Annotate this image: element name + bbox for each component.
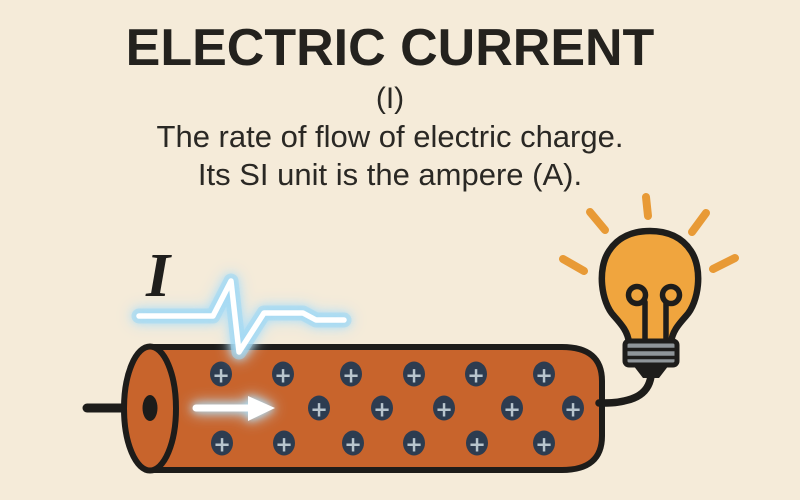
current-symbol: (I) bbox=[375, 82, 405, 115]
positive-charge bbox=[533, 430, 555, 457]
positive-charge bbox=[501, 395, 523, 422]
positive-charge bbox=[533, 361, 555, 388]
waveform-core bbox=[136, 278, 347, 355]
positive-charge bbox=[342, 430, 364, 457]
bulb-lead-wire bbox=[595, 372, 655, 407]
positive-charge bbox=[403, 361, 425, 388]
positive-charge bbox=[272, 361, 294, 388]
bulb-globe bbox=[598, 227, 702, 347]
light-bulb-icon bbox=[598, 227, 702, 378]
definition-line-1: The rate of flow of electric charge. bbox=[156, 119, 624, 154]
current-label: I bbox=[145, 242, 172, 310]
definition-line-2: Its SI unit is the ampere (A). bbox=[197, 157, 583, 192]
light-rays-icon bbox=[559, 193, 739, 275]
bulb-base bbox=[622, 338, 680, 368]
positive-charge bbox=[371, 395, 393, 422]
current-direction-arrow bbox=[192, 396, 275, 421]
bulb-filament bbox=[625, 283, 683, 346]
positive-charge bbox=[562, 395, 584, 422]
wire-terminal bbox=[142, 395, 158, 421]
current-waveform-icon bbox=[131, 273, 352, 360]
positive-charge bbox=[308, 395, 330, 422]
positive-charge bbox=[211, 430, 233, 457]
positive-charge bbox=[465, 361, 487, 388]
page-title: ELECTRIC CURRENT bbox=[125, 19, 655, 77]
bulb-base-tip bbox=[633, 365, 669, 378]
positive-charge bbox=[466, 430, 488, 457]
positive-charge bbox=[403, 430, 425, 457]
positive-charge bbox=[273, 430, 295, 457]
arrow-head-icon bbox=[248, 396, 275, 421]
positive-charge bbox=[433, 395, 455, 422]
positive-charge bbox=[340, 361, 362, 388]
positive-charge bbox=[210, 361, 232, 388]
